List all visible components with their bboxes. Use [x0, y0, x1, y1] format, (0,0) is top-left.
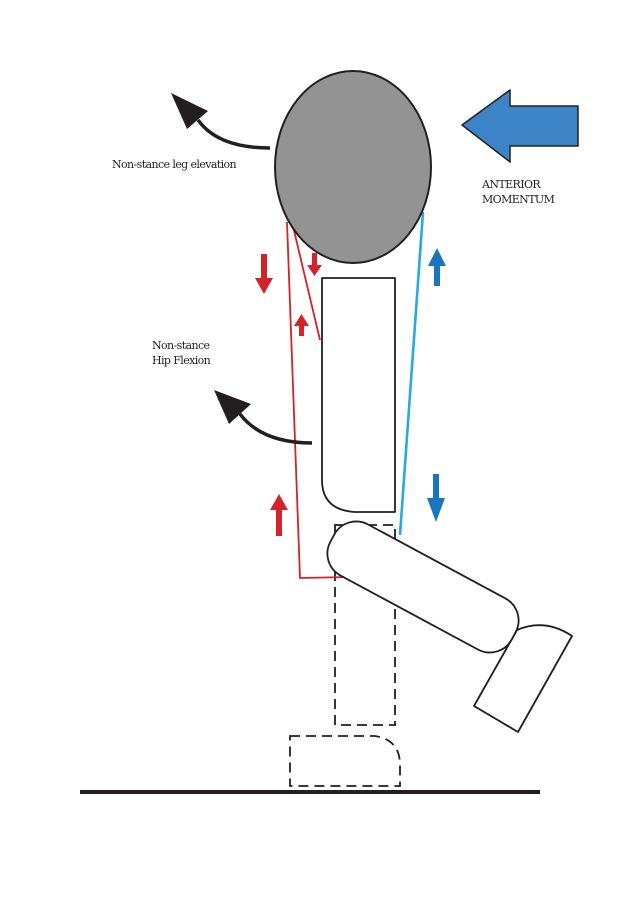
non-stance-thigh [326, 520, 520, 654]
blue-muscle-anterior [398, 211, 425, 536]
red-muscle-posterior [286, 221, 351, 579]
anterior-momentum-arrow-icon [461, 89, 579, 163]
momentum-label-line2: MOMENTUM [482, 193, 555, 206]
hip-flexion-label-line2: Hip Flexion [152, 354, 211, 367]
stance-shank-dashed [334, 524, 396, 726]
head [274, 70, 432, 264]
red-muscle-short [291, 221, 321, 341]
leg-elevation-curved-arrow-icon [171, 93, 271, 150]
blue-arrow-up-icon [428, 248, 446, 286]
red-arrow-up-small-icon [294, 314, 309, 336]
red-arrow-up-large-icon [270, 494, 288, 536]
red-arrow-down-small-icon [307, 253, 322, 276]
hip-flexion-curved-arrow-icon [214, 390, 313, 445]
hip-flexion-label-line1: Non-stance [152, 339, 210, 352]
non-stance-shank [473, 624, 573, 733]
momentum-label-line1: ANTERIOR [481, 178, 541, 191]
leg-elevation-label: Non-stance leg elevation [112, 158, 237, 171]
upper-segment [321, 277, 396, 513]
blue-arrow-down-icon [427, 474, 445, 522]
stance-foot-dashed [289, 735, 401, 787]
red-arrow-down-large-icon [255, 254, 273, 294]
